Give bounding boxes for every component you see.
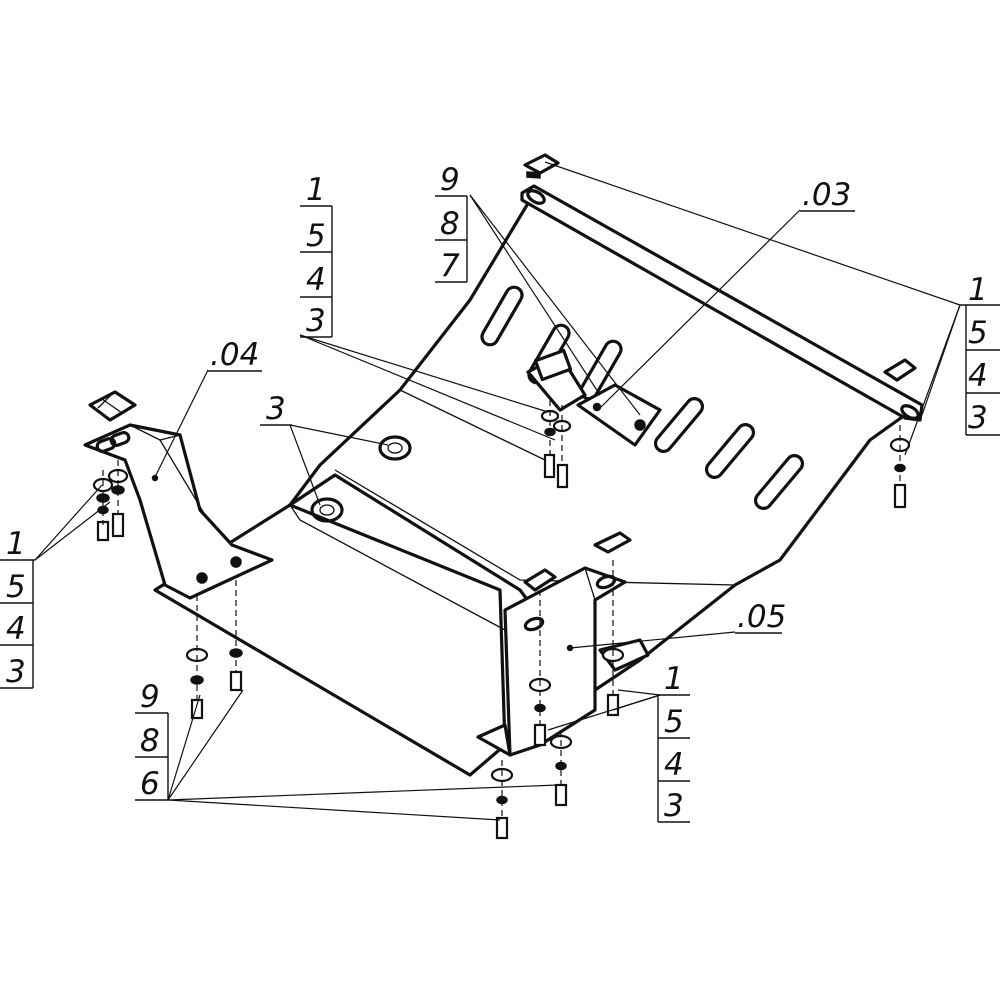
callout-item-1: 1 xyxy=(664,661,684,697)
callout-item-9: 9 xyxy=(440,162,460,198)
callout-item-3: 3 xyxy=(664,788,684,824)
left-bracket xyxy=(83,423,274,600)
callout-item-5: 5 xyxy=(306,218,326,254)
callout-item-1: 1 xyxy=(306,172,326,208)
callout-item-8: 8 xyxy=(440,206,460,242)
top-mid-callout: 9 8 7 xyxy=(440,162,460,284)
assembly-axes xyxy=(102,400,901,818)
label-frames xyxy=(0,195,1000,823)
callout-item-8: 8 xyxy=(140,723,160,759)
callout-item-5: 5 xyxy=(664,704,684,740)
callout-item-1: 1 xyxy=(968,272,988,308)
top-left-callout: 1 5 4 3 xyxy=(306,172,326,339)
callout-item-4: 4 xyxy=(968,358,988,394)
callout-item-4: 4 xyxy=(306,262,326,298)
clamp-plates xyxy=(88,153,917,592)
left-callout: 1 5 4 3 xyxy=(6,526,26,690)
top-crossbar xyxy=(520,184,924,422)
callout-item-3: 3 xyxy=(968,400,988,436)
callout-item-3-holes: 3 xyxy=(266,391,286,427)
bottom-right-callout: 1 5 4 3 xyxy=(664,661,684,824)
callout-ref-04: .04 xyxy=(210,337,259,373)
embossed-holes xyxy=(310,435,412,523)
leader-lines xyxy=(34,161,961,821)
callout-item-3: 3 xyxy=(306,303,326,339)
center-bracket xyxy=(526,348,662,447)
callout-item-4: 4 xyxy=(6,611,26,647)
callout-item-5: 5 xyxy=(968,315,988,351)
callout-item-9: 9 xyxy=(140,679,160,715)
bottom-left-callout: 9 8 6 xyxy=(140,679,160,802)
callout-item-6: 6 xyxy=(140,766,160,802)
callout-ref-05: .05 xyxy=(737,599,786,635)
callout-ref-03: .03 xyxy=(802,177,851,213)
callout-item-3: 3 xyxy=(6,654,26,690)
callout-item-1: 1 xyxy=(6,526,26,562)
callout-item-4: 4 xyxy=(664,747,684,783)
right-callout: 1 5 4 3 xyxy=(968,272,988,436)
callout-item-7: 7 xyxy=(440,248,460,284)
callout-item-5: 5 xyxy=(6,569,26,605)
